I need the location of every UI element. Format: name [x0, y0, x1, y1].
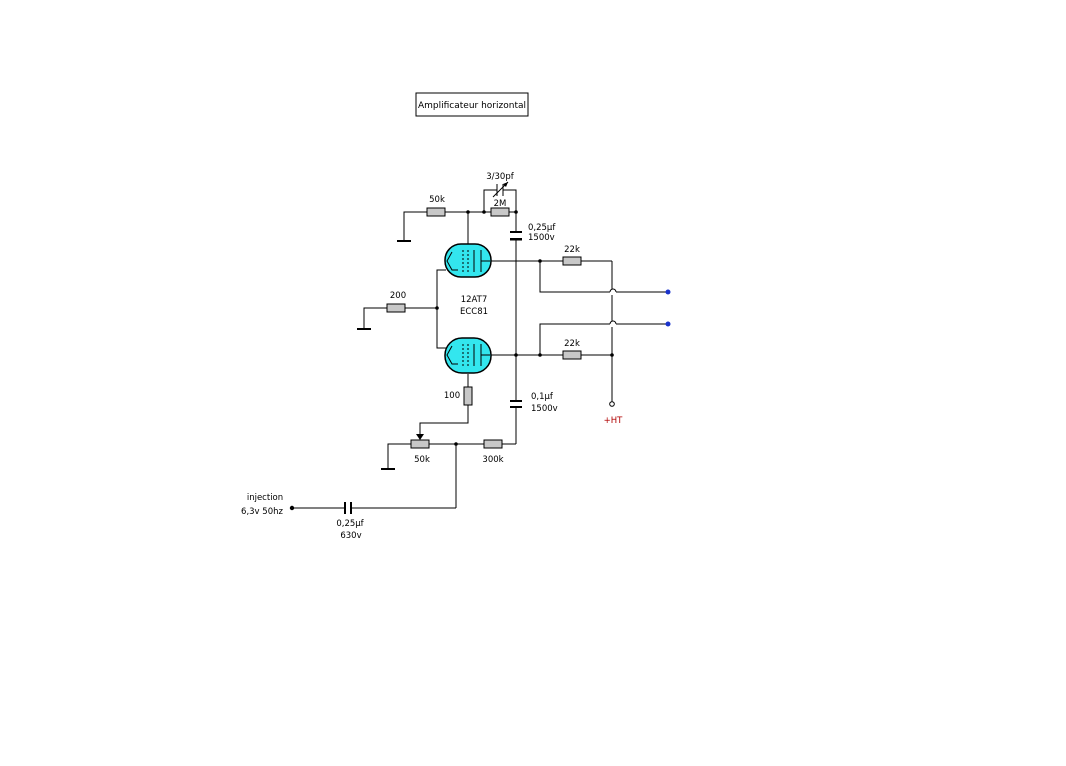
- label-r-22k-top: 22k: [564, 245, 580, 255]
- title-box: Amplificateur horizontal: [415, 92, 529, 117]
- resistor-22k-top: [562, 256, 582, 266]
- capacitor-bottom: [510, 400, 522, 408]
- label-injection: injection: [247, 493, 283, 503]
- wiper-arrow-icon: [416, 434, 424, 440]
- label-r-22k-bottom: 22k: [564, 339, 580, 349]
- label-r-300k: 300k: [482, 455, 503, 465]
- resistor-50k-top: [426, 207, 446, 217]
- supply-terminal: [609, 401, 615, 407]
- label-r-200: 200: [390, 291, 406, 301]
- label-supply: +HT: [604, 416, 624, 426]
- label-c-input-value: 0,25µf: [336, 519, 364, 529]
- tube-envelope: [444, 243, 492, 278]
- capacitor-input: [344, 502, 352, 514]
- label-c-input-voltage: 630v: [340, 531, 361, 541]
- tube-top: [444, 243, 492, 278]
- resistor-200: [386, 303, 406, 313]
- label-c-bottom-value: 0,1µf: [531, 392, 554, 402]
- labels: 50k 3/30pf 2M 0,25µf 1500v 22k 200 12AT7…: [241, 172, 623, 541]
- label-tube-type: 12AT7: [461, 295, 488, 305]
- output-terminal-top: [665, 289, 671, 295]
- output-terminal-bottom: [665, 321, 671, 327]
- resistor-2m: [490, 207, 510, 217]
- title-frame: [415, 92, 529, 117]
- resistor-22k-bottom: [562, 350, 582, 360]
- resistors: [386, 207, 582, 449]
- label-r-100: 100: [444, 391, 460, 401]
- label-r-50k-top: 50k: [429, 195, 445, 205]
- label-c-top-voltage: 1500v: [528, 233, 555, 243]
- label-trim-cap: 3/30pf: [486, 172, 514, 182]
- wires: [292, 189, 668, 509]
- label-r-2m: 2M: [494, 199, 507, 209]
- grounds: [357, 240, 411, 470]
- capacitor-trim: [492, 181, 509, 198]
- resistor-100: [463, 386, 473, 406]
- capacitors: [344, 181, 522, 514]
- capacitor-top: [510, 231, 522, 241]
- potentiometer-50k: [410, 439, 430, 449]
- label-c-top-value: 0,25µf: [528, 223, 556, 233]
- tube-bottom: [444, 337, 492, 374]
- diagram-title: Amplificateur horizontal: [418, 101, 526, 111]
- label-tube-equivalent: ECC81: [460, 307, 488, 317]
- label-injection-spec: 6,3v 50hz: [241, 507, 283, 517]
- output-terminals: [609, 289, 671, 407]
- label-pot-50k: 50k: [414, 455, 430, 465]
- label-c-bottom-voltage: 1500v: [531, 404, 558, 414]
- resistor-300k: [483, 439, 503, 449]
- junctions: [289, 210, 614, 511]
